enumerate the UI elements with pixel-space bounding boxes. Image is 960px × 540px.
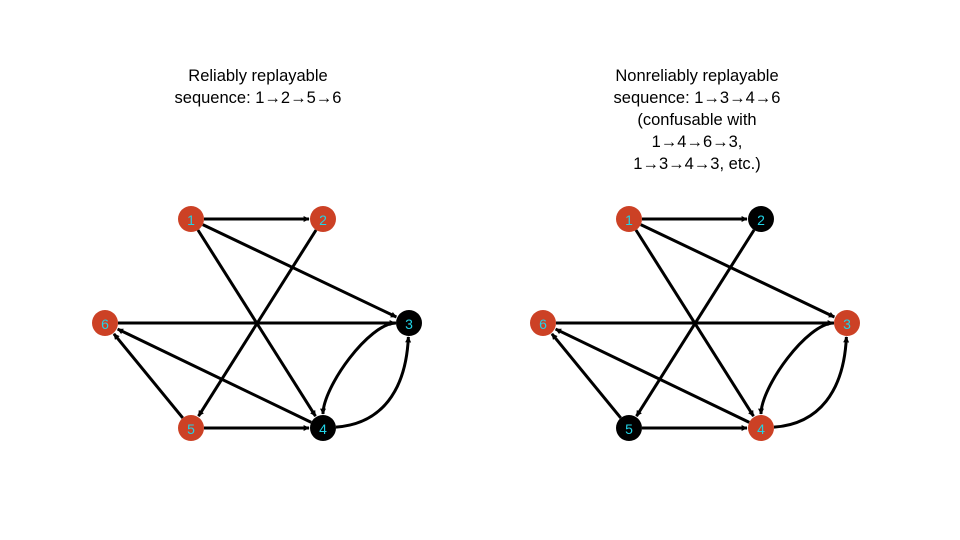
right-graph: 1 2 3 4 5 6	[530, 206, 860, 441]
caption-line: sequence: 1→2→5→6	[174, 89, 342, 107]
node-5-label: 5	[625, 421, 633, 437]
node-6	[530, 310, 556, 336]
edge-3-to-4	[758, 321, 835, 415]
edge-1-to-3	[202, 223, 398, 319]
node-1	[616, 206, 642, 232]
node-4	[748, 415, 774, 441]
edge-4-to-3	[335, 336, 412, 429]
node-1-label: 1	[187, 212, 195, 228]
edge-3-to-4	[320, 321, 397, 415]
caption-line: Nonreliably replayable	[615, 67, 779, 85]
node-2-label: 2	[319, 212, 327, 228]
left-graph-caption: Reliably replayable sequence: 1→2→5→6	[138, 65, 378, 109]
edge-1-to-3	[640, 223, 836, 319]
node-3	[834, 310, 860, 336]
caption-line: Reliably replayable	[188, 67, 328, 85]
edge-5-to-6	[112, 332, 184, 419]
node-6-label: 6	[101, 316, 109, 332]
caption-line: sequence: 1→3→4→6	[613, 89, 781, 107]
right-graph-caption: Nonreliably replayable sequence: 1→3→4→6…	[577, 65, 817, 175]
node-3	[396, 310, 422, 336]
caption-line: 1→3→4→3, etc.)	[633, 155, 761, 173]
node-4-label: 4	[757, 421, 765, 437]
node-5-label: 5	[187, 421, 195, 437]
left-graph: 1 2 3 4 5 6	[92, 206, 422, 441]
edge-4-to-3	[773, 336, 850, 429]
node-3-label: 3	[843, 316, 851, 332]
node-6	[92, 310, 118, 336]
node-1	[178, 206, 204, 232]
node-2-label: 2	[757, 212, 765, 228]
node-1-label: 1	[625, 212, 633, 228]
node-2	[748, 206, 774, 232]
edge-5-to-6	[550, 332, 622, 419]
edge-4-to-6	[116, 327, 312, 424]
node-6-label: 6	[539, 316, 547, 332]
node-4-label: 4	[319, 421, 327, 437]
node-5	[178, 415, 204, 441]
node-5	[616, 415, 642, 441]
edge-4-to-6	[554, 327, 750, 424]
node-2	[310, 206, 336, 232]
caption-line: (confusable with	[637, 111, 757, 129]
caption-line: 1→4→6→3,	[651, 133, 743, 151]
node-4	[310, 415, 336, 441]
node-3-label: 3	[405, 316, 413, 332]
